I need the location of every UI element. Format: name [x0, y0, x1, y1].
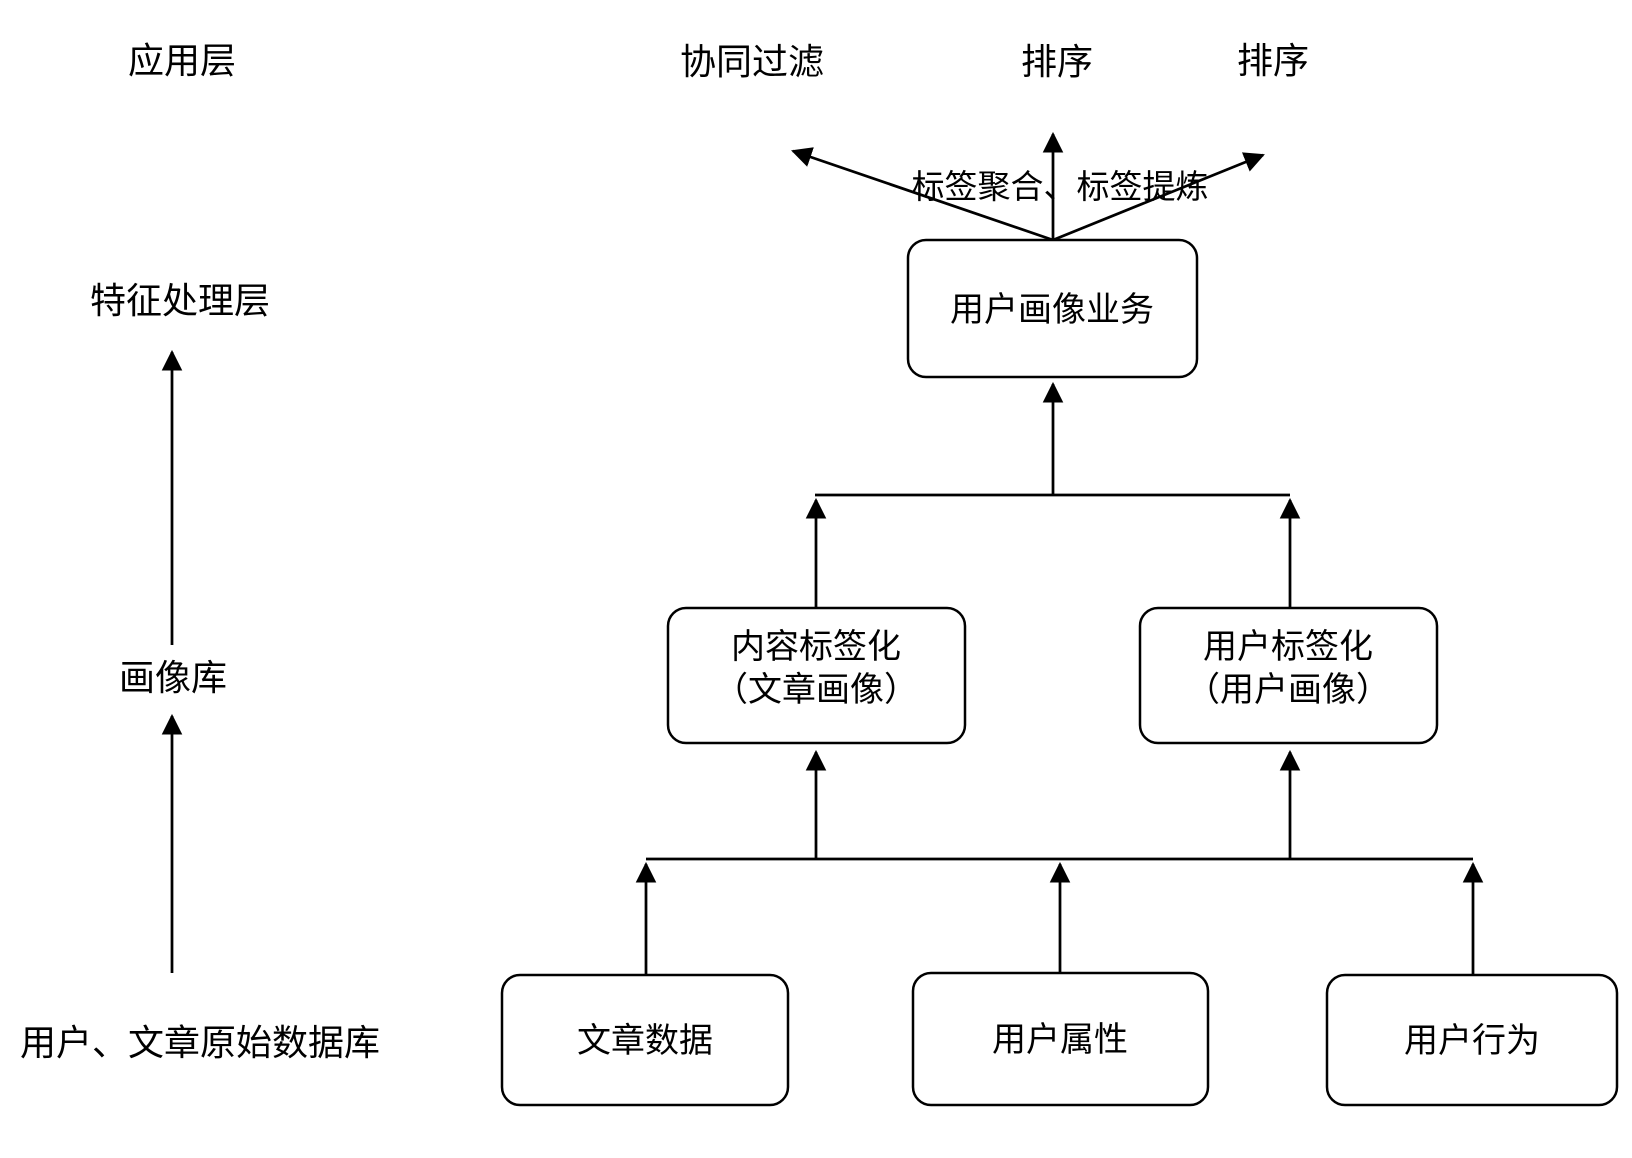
node-content-tagging: 内容标签化 （文章画像） [666, 606, 967, 745]
label-application-layer: 应用层 [128, 40, 236, 81]
label-raw-database-layer: 用户、文章原始数据库 [20, 1022, 380, 1063]
label-ranking-2: 排序 [1237, 40, 1309, 81]
edge-service-to-collaborative-filtering [791, 147, 1054, 242]
label-tag-aggregation-refinement: 标签聚合、标签提炼 [912, 168, 1209, 205]
node-article-data-box [500, 973, 790, 1107]
node-user-attributes-box [911, 971, 1210, 1107]
node-user-tagging-box [1138, 606, 1439, 745]
node-user-behavior-box [1325, 973, 1619, 1107]
node-user-behavior-label: 用户行为 [1404, 1022, 1540, 1060]
node-profile-service-box [906, 238, 1199, 379]
node-user-tagging: 用户标签化 （用户画像） [1138, 606, 1439, 745]
node-user-behavior: 用户行为 [1325, 973, 1619, 1107]
node-content-tagging-label-line2: （文章画像） [714, 671, 918, 709]
label-ranking-1: 排序 [1021, 41, 1093, 82]
node-content-tagging-box [666, 606, 967, 745]
node-content-tagging-label-line1: 内容标签化 [731, 628, 901, 666]
label-collaborative-filtering: 协同过滤 [680, 41, 824, 82]
node-user-tagging-label-line1: 用户标签化 [1203, 628, 1373, 666]
node-user-tagging-label-line2: （用户画像） [1186, 671, 1390, 709]
node-user-attributes-label: 用户属性 [992, 1021, 1128, 1059]
node-article-data-label: 文章数据 [577, 1022, 713, 1060]
node-article-data: 文章数据 [500, 973, 790, 1107]
node-user-attributes: 用户属性 [911, 971, 1210, 1107]
edge-service-to-ranking-2 [1052, 152, 1265, 242]
node-profile-service: 用户画像业务 [906, 238, 1199, 379]
label-profile-store-layer: 画像库 [119, 657, 227, 698]
label-feature-processing-layer: 特征处理层 [90, 280, 270, 321]
node-profile-service-label: 用户画像业务 [950, 291, 1154, 329]
